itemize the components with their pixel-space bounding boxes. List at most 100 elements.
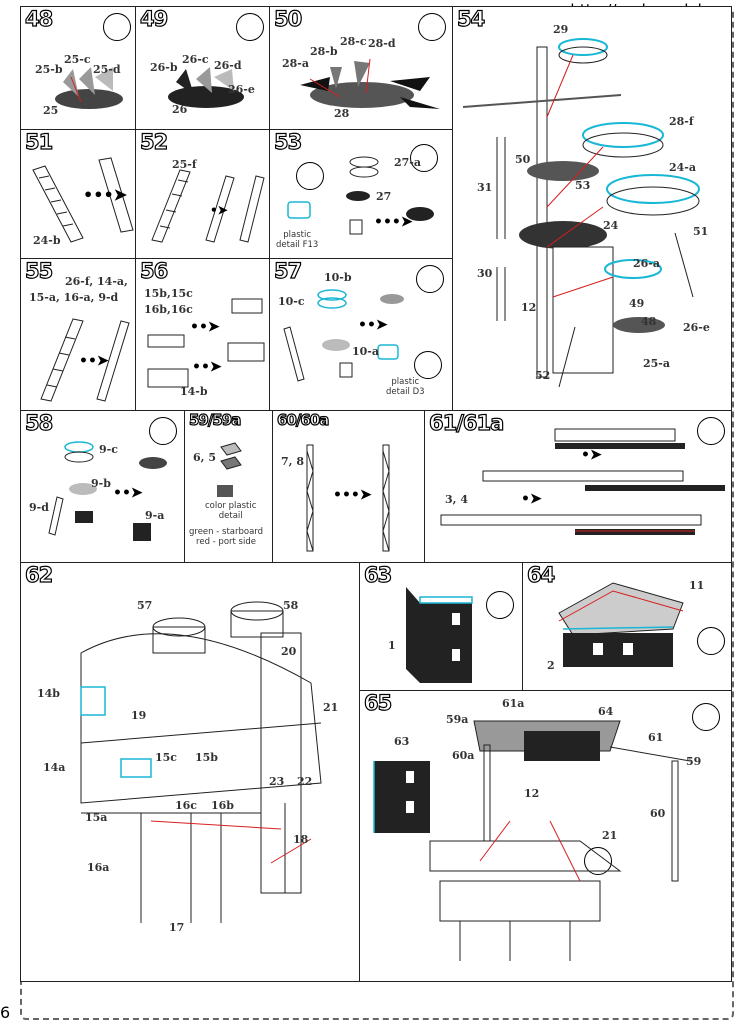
part-label: 26	[172, 103, 188, 116]
part-label: 26-c	[182, 53, 209, 66]
svg-text:•➤: •➤	[521, 491, 542, 507]
step-number: 48	[24, 7, 53, 32]
glue-icon	[697, 627, 725, 655]
part-label: 51	[693, 225, 709, 238]
part-label: 28-f	[669, 115, 694, 128]
step-62-panel: 62 57 58 20 14b 19 21 14a 15c 15b 23 22 …	[20, 562, 361, 982]
part-label: 58	[283, 599, 299, 612]
part-label: 29	[553, 23, 569, 36]
step-number: 60/60a	[276, 411, 330, 430]
part-label: 9-d	[29, 501, 49, 514]
part-label: 49	[629, 297, 645, 310]
step-52-panel: 52 •➤ 25-f	[135, 129, 271, 260]
part-label: 25-f	[172, 158, 197, 171]
step-56-drawing: ••➤ ••➤	[147, 298, 265, 388]
part-label: 10-c	[278, 295, 305, 308]
step-56-panel: 56 ••➤ ••➤ 15b,15c 16b,16c 14-b	[135, 258, 271, 412]
part-label: 2	[547, 659, 555, 672]
step-number: 51	[24, 130, 53, 155]
step-60-drawing: •••➤	[306, 444, 390, 552]
step-65-panel: 65 63 59a 61a 64 60a 61 59 12 60 21	[359, 690, 732, 982]
step-number: 64	[526, 563, 555, 588]
step-61-drawing: •➤ •➤	[440, 428, 725, 535]
step-number: 61/61a	[428, 411, 505, 436]
part-label: 25	[43, 104, 59, 117]
part-label: 25-b	[35, 63, 63, 76]
step-57-drawing: ••➤	[283, 289, 404, 382]
part-label: 15a	[85, 811, 108, 824]
part-label: 15c	[155, 751, 178, 764]
part-label: 53	[575, 179, 591, 192]
part-label: 15b	[195, 751, 218, 764]
part-label: 19	[131, 709, 147, 722]
part-label: 28-b	[310, 45, 338, 58]
part-label: 14-b	[180, 385, 208, 398]
part-label: 22	[297, 775, 313, 788]
part-label: 28-c	[340, 35, 367, 48]
part-label: 30	[477, 267, 493, 280]
part-label: 48	[641, 315, 657, 328]
part-label: 11	[689, 579, 705, 592]
part-label: 7, 8	[281, 455, 304, 468]
part-label: 26-d	[214, 59, 242, 72]
part-label: 61	[648, 731, 664, 744]
step-number: 50	[273, 7, 302, 32]
part-label: 14b	[37, 687, 60, 700]
step-48-drawing	[55, 67, 123, 109]
step-65-drawing	[373, 720, 691, 961]
part-label: 23	[269, 775, 285, 788]
step-51-panel: 51 •••➤ 24-b	[20, 129, 137, 260]
page-number: 6	[0, 1003, 11, 1022]
svg-text:•••➤: •••➤	[83, 185, 128, 204]
part-label: 10-a	[352, 345, 380, 358]
step-48-panel: 48 25-b 25-c 25-d 25	[20, 6, 137, 131]
part-label: 52	[535, 369, 551, 382]
part-label: 15-a, 16-a, 9-d	[29, 291, 119, 304]
part-label: 10-b	[324, 271, 352, 284]
part-label: 16c	[175, 799, 198, 812]
glue-icon	[410, 144, 438, 172]
part-label: 26-e	[683, 321, 710, 334]
step-number: 58	[24, 411, 53, 436]
step-59-drawing	[217, 442, 242, 497]
step-number: 54	[456, 7, 485, 32]
svg-text:•➤: •➤	[581, 447, 602, 463]
svg-text:••➤: ••➤	[113, 485, 143, 501]
step-58-drawing: ••➤	[48, 441, 167, 541]
part-label: 26-f, 14-a,	[65, 275, 128, 288]
svg-text:••➤: ••➤	[192, 359, 222, 375]
svg-text:•••➤: •••➤	[333, 487, 372, 503]
step-50-drawing	[300, 58, 440, 109]
part-label: 59	[686, 755, 702, 768]
step-64-panel: 64 11 2	[522, 562, 732, 692]
part-label: 28	[334, 107, 350, 120]
step-63-panel: 63 1	[359, 562, 524, 692]
step-number: 62	[24, 563, 53, 588]
part-label: 57	[137, 599, 153, 612]
part-label: 26-b	[150, 61, 178, 74]
step-number: 52	[139, 130, 168, 155]
part-label: 16b	[211, 799, 234, 812]
step-58-panel: 58 ••➤ 9-c 9-b 9-d 9-a	[20, 410, 186, 564]
step-number: 59/59a	[188, 411, 242, 430]
svg-text:•••➤: •••➤	[374, 214, 413, 230]
part-label: 31	[477, 181, 493, 194]
part-label: 16a	[87, 861, 110, 874]
step-61-panel: 61/61a •➤ •➤ 3, 4	[424, 410, 732, 564]
part-label: 61a	[502, 697, 525, 710]
part-label: 9-c	[99, 443, 118, 456]
step-63-drawing	[406, 587, 473, 683]
svg-text:••➤: ••➤	[190, 319, 220, 335]
part-label: 18	[293, 833, 309, 846]
part-label: 24-b	[33, 234, 61, 247]
svg-text:•➤: •➤	[210, 203, 229, 217]
glue-icon	[692, 703, 720, 731]
part-label: 24-a	[669, 161, 697, 174]
step-54-drawing	[462, 38, 700, 388]
part-label: 25-c	[64, 53, 91, 66]
part-label: 14a	[43, 761, 66, 774]
